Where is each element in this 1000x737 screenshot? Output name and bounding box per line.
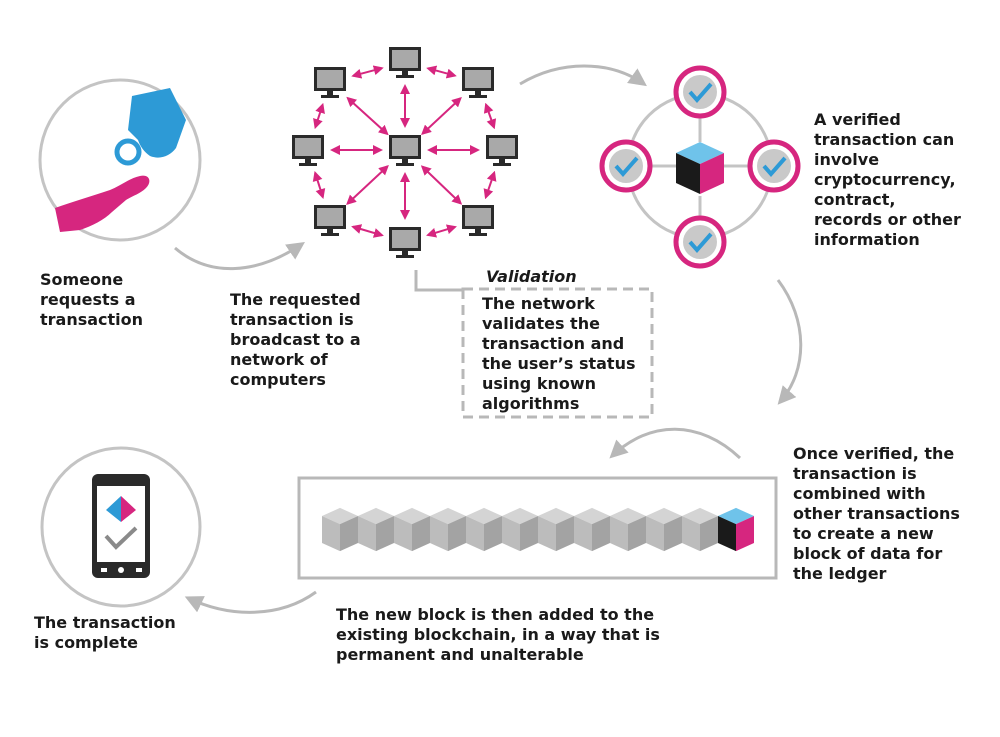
blockchain-block [574,507,610,552]
flow-arrow-3 [776,279,803,405]
complete-label: The transaction is complete [34,613,176,652]
network-link-arrow [346,165,389,205]
smartphone-icon [92,474,150,578]
blockchain-block [646,507,682,552]
validation-body: The network validates the transaction an… [482,294,636,413]
blockchain-block [430,507,466,552]
verified-check-icon [673,65,727,119]
new-data-block [718,507,754,552]
complete-circle [40,446,202,608]
network-link-arrow [483,102,497,130]
network-link-arrow [312,170,326,200]
computer-monitor-icon [389,227,421,258]
network-link-arrow [313,102,325,130]
network-nodes [292,47,518,258]
validation-bracket [414,270,462,292]
computer-monitor-icon [314,67,346,98]
computer-monitor-icon [462,67,494,98]
flow-arrow-5 [184,590,317,614]
blockchain-block [394,507,430,552]
network-link-arrow [426,65,457,79]
computer-network [292,47,518,258]
blockchain [322,507,754,552]
verified-check-icon [747,139,801,193]
validation-title: Validation [486,267,577,286]
computer-monitor-icon [389,47,421,78]
verified-label: A verified transaction can involve crypt… [814,110,961,249]
computer-monitor-icon [486,135,518,166]
network-link-arrow [420,165,463,205]
network-link-arrow [351,65,384,79]
request-label: Someone requests a transaction [40,270,144,329]
computer-monitor-icon [292,135,324,166]
verified-check-icon [599,139,653,193]
blockchain-block [682,507,718,552]
flow-arrow-2 [519,64,647,87]
blockchain-block [610,507,646,552]
flow-arrow-1 [174,241,305,271]
blockchain-block [358,507,394,552]
computer-monitor-icon [314,205,346,236]
combined-label: Once verified, the transaction is combin… [793,444,960,583]
blockchain-block [502,507,538,552]
verification-ring [599,65,801,269]
verified-check-icon [673,215,727,269]
blockchain-block [466,507,502,552]
added-label: The new block is then added to the exist… [336,605,660,664]
blockchain-block [538,507,574,552]
computer-monitor-icon [462,205,494,236]
computer-monitor-icon [389,135,421,166]
network-link-arrow [346,96,389,136]
hand-payment-icon [55,88,186,232]
network-link-arrow [483,170,497,200]
broadcast-label: The requested transaction is broadcast t… [230,290,361,389]
network-link-arrow [421,96,462,136]
flow-arrow-4 [609,427,742,460]
request-circle [38,78,202,242]
blockchain-block [322,507,358,552]
network-arrows [312,65,497,238]
data-block-icon [676,142,724,194]
validation-box [461,287,654,419]
check-icon [104,526,138,550]
network-link-arrow [351,224,384,238]
network-link-arrow [426,224,457,238]
